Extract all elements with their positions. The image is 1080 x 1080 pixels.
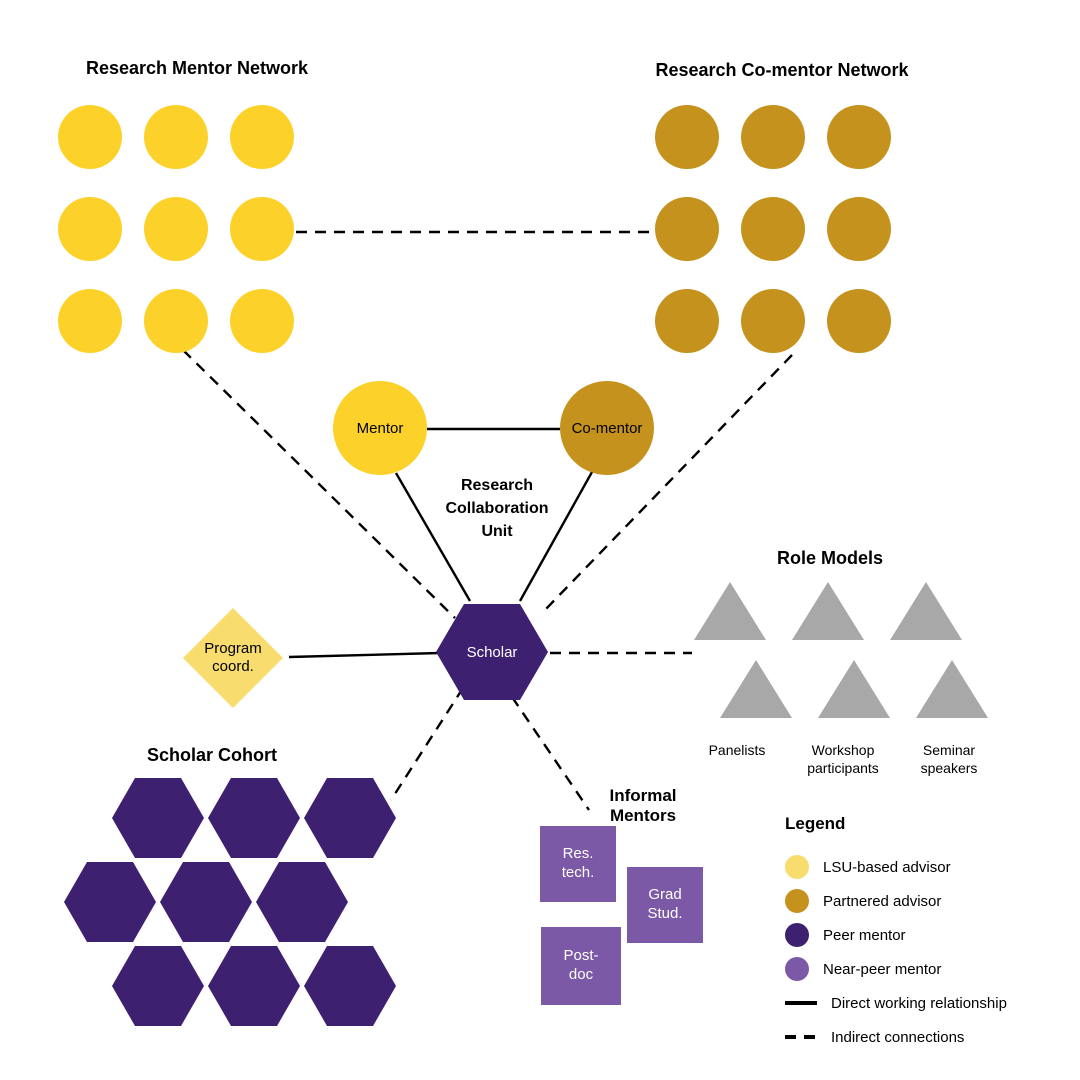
role-model-label-seminar: Seminar speakers [920,742,978,776]
legend-label: LSU-based advisor [823,858,951,876]
mentor-network-grid [58,105,294,353]
cohort-peer-node [64,862,156,942]
role-model-node [694,582,766,640]
connector-mentor-scholar-solid [394,472,472,602]
lsu-advisor-swatch-icon [785,855,809,879]
comentor-network-node [741,105,805,169]
role-model-node [792,582,864,640]
mentor-network-node [144,197,208,261]
peer-mentor-swatch-icon [785,923,809,947]
comentor-network-node [655,289,719,353]
cohort-row-3 [112,946,396,1026]
legend-item-peer-mentor: Peer mentor [785,918,1007,952]
connector-scholar-cohort-dashed [389,687,465,801]
comentor-network-node [827,289,891,353]
informal-mentor-res-tech-label: Res. tech. [561,845,595,881]
legend: Legend LSU-based advisor Partnered advis… [785,814,1007,1054]
program-coordinator-label: Program coord. [204,640,262,675]
scholar-cohort-title: Scholar Cohort [146,745,277,765]
role-model-label-panelists: Panelists [708,742,766,758]
role-models-labels: Panelists Workshop participants Seminar … [684,742,1002,777]
comentor-network-node [741,289,805,353]
informal-mentor-grad-stud-label: Grad Stud. [647,886,683,922]
comentor-network-node [741,197,805,261]
role-models-row-2 [720,660,988,718]
mentor-network-node [230,289,294,353]
role-models-row-1 [694,582,962,640]
mentor-network-node [144,105,208,169]
legend-label: Near-peer mentor [823,960,942,978]
mentor-network-node [230,105,294,169]
informal-mentor-post-doc-label: Post-doc [563,947,599,983]
mentor-network-node [58,289,122,353]
connector-scholar-informal-dashed [511,696,590,811]
collaboration-unit-label: Research Collaboration Unit [445,477,549,541]
solid-line-icon [785,1001,817,1005]
mentor-network-node [58,105,122,169]
role-models-title: Role Models [776,548,883,568]
connector-mentor-network-scholar-dashed [182,349,456,619]
role-model-node [818,660,890,718]
connector-comentor-scholar-solid [518,471,594,602]
connector-coord-scholar-solid [288,651,441,659]
cohort-peer-node [112,946,204,1026]
role-model-node [916,660,988,718]
cohort-peer-node [304,778,396,858]
role-model-label-workshop: Workshop participants [807,742,879,776]
dashed-line-icon [785,1035,817,1039]
informal-mentor-res-tech: Res. tech. [540,826,616,902]
comentor-network-node [655,197,719,261]
comentor-network-node [655,105,719,169]
comentor-network-grid [655,105,891,353]
cohort-row-1 [112,778,396,858]
near-peer-mentor-swatch-icon [785,957,809,981]
legend-label: Indirect connections [831,1028,965,1046]
legend-item-direct-relationship: Direct working relationship [785,986,1007,1020]
role-model-node [890,582,962,640]
legend-item-indirect-connections: Indirect connections [785,1020,1007,1054]
cohort-peer-node [160,862,252,942]
cohort-peer-node [256,862,348,942]
informal-mentor-post-doc: Post-doc [541,927,621,1005]
partnered-advisor-swatch-icon [785,889,809,913]
comentor-node: Co-mentor [560,381,654,475]
cohort-peer-node [208,946,300,1026]
mentor-network-node [230,197,294,261]
legend-title: Legend [785,814,846,833]
mentor-network-title: Research Mentor Network [85,58,309,78]
cohort-peer-node [208,778,300,858]
connector-comentor-network-scholar-dashed [542,354,793,613]
comentor-network-title: Research Co-mentor Network [655,60,909,80]
cohort-peer-node [112,778,204,858]
legend-item-lsu-advisor: LSU-based advisor [785,850,1007,884]
informal-mentors-title: Informal Mentors [609,786,677,825]
legend-label: Peer mentor [823,926,906,944]
informal-mentor-grad-stud: Grad Stud. [627,867,703,943]
mentor-network-node [144,289,208,353]
comentor-network-node [827,197,891,261]
mentor-node: Mentor [333,381,427,475]
legend-item-partnered-advisor: Partnered advisor [785,884,1007,918]
role-model-node [720,660,792,718]
mentor-network-node [58,197,122,261]
legend-label: Direct working relationship [831,994,1007,1012]
legend-label: Partnered advisor [823,892,942,910]
legend-item-near-peer-mentor: Near-peer mentor [785,952,1007,986]
cohort-peer-node [304,946,396,1026]
comentor-network-node [827,105,891,169]
cohort-row-2 [64,862,348,942]
